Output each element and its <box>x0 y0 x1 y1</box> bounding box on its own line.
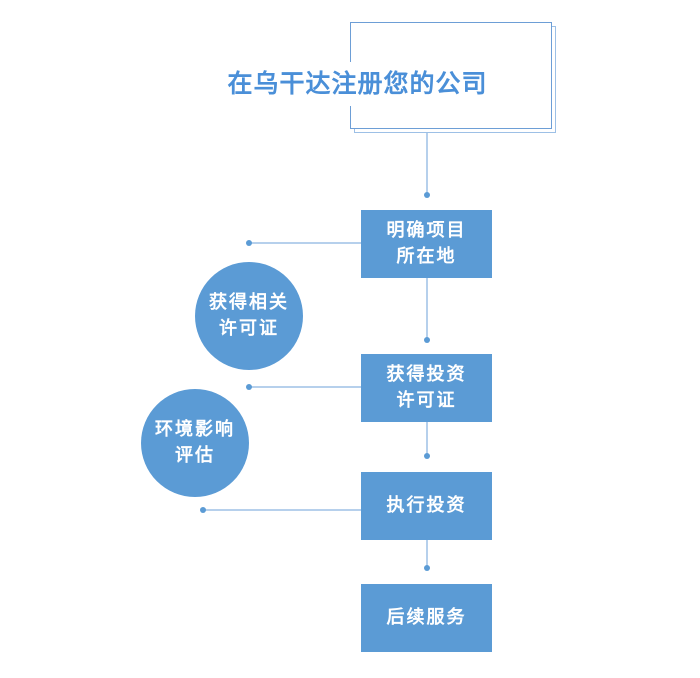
side-circle-related-licenses: 获得相关 许可证 <box>195 262 303 370</box>
side-circle-environmental-assessment: 环境影响 评估 <box>141 389 249 497</box>
connector-dot <box>246 240 252 246</box>
step-box-execute-investment: 执行投资 <box>361 472 492 540</box>
step-box-project-location: 明确项目 所在地 <box>361 210 492 278</box>
connector-dot <box>424 192 430 198</box>
diagram-title: 在乌干达注册您的公司 <box>205 62 510 106</box>
step-box-investment-license: 获得投资 许可证 <box>361 354 492 422</box>
connector-dot <box>246 384 252 390</box>
connector-dot <box>200 507 206 513</box>
connector-dot <box>424 565 430 571</box>
step-box-follow-up-service: 后续服务 <box>361 584 492 652</box>
connector-dot <box>424 453 430 459</box>
connector-dot <box>424 337 430 343</box>
